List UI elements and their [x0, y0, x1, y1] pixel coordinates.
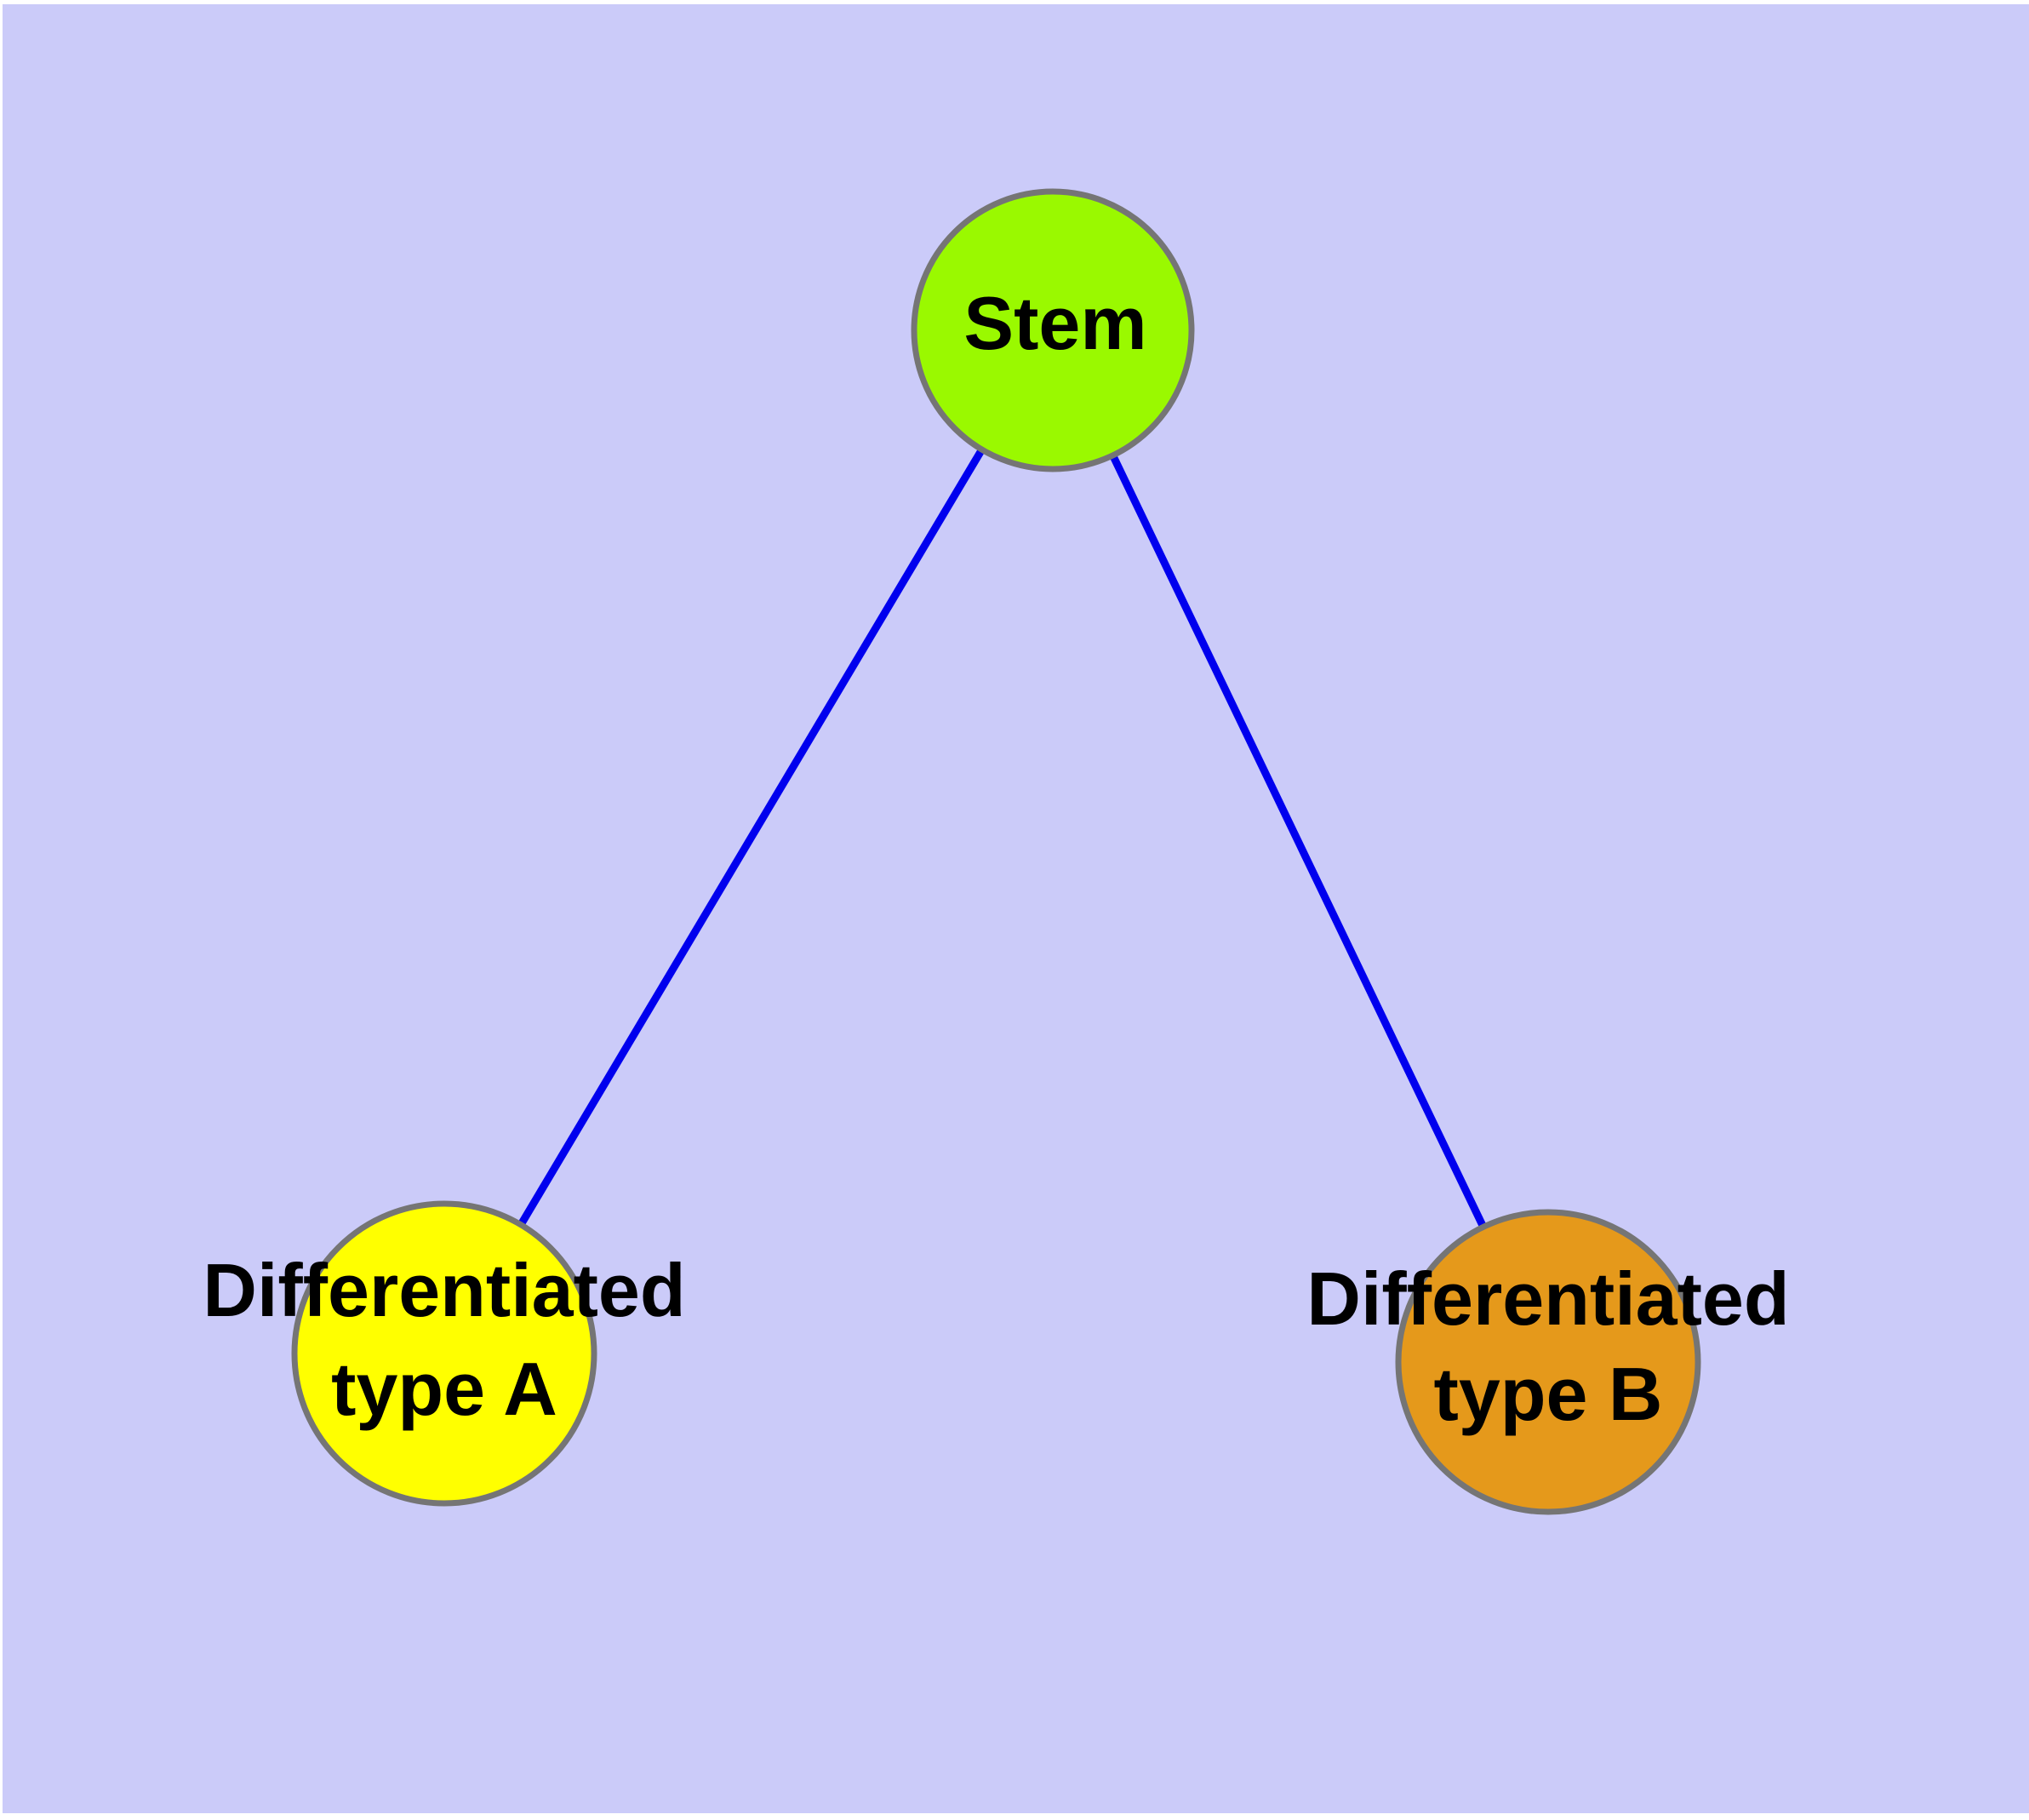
edge-stem-to-type-b [1049, 329, 1552, 1364]
type-a-node-label-line2: type A [331, 1347, 557, 1431]
type-a-node-circle [291, 1200, 597, 1507]
type-b-node-circle [1395, 1209, 1701, 1515]
stem-node-label: Stem [963, 281, 1146, 365]
edge-stem-to-type-a [441, 328, 1056, 1356]
type-b-node-label-line2: type B [1434, 1352, 1663, 1436]
type-a-node-label-line1: Differentiated [203, 1248, 685, 1332]
type-b-node-label-line1: Differentiated [1306, 1256, 1789, 1341]
stem-node-circle [911, 188, 1195, 472]
